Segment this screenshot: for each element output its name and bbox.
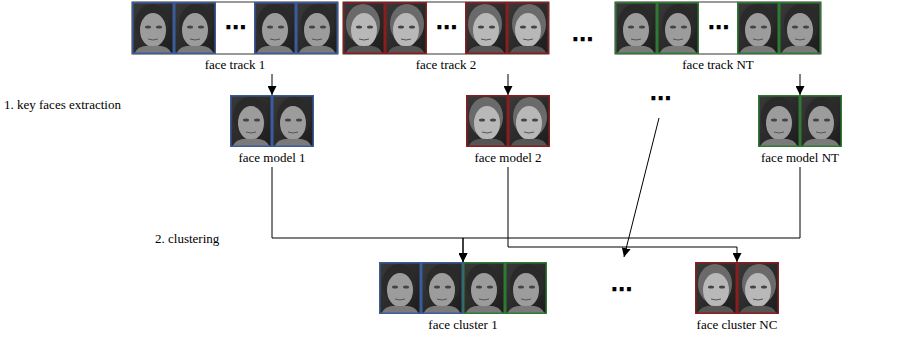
ellipsis-mark: ⋯	[436, 17, 457, 39]
ellipsis-mark: ⋯	[572, 29, 593, 51]
group-caption: face cluster NC	[695, 317, 780, 332]
face-group: face cluster NC	[695, 262, 780, 332]
flow-arrow	[508, 74, 509, 95]
face-thumbnails	[229, 94, 315, 148]
step-label: 1. key faces extraction	[4, 97, 121, 112]
step-label: 2. clustering	[155, 231, 219, 246]
ellipsis-mark: ⋯	[708, 17, 729, 39]
group-caption: face track NT	[615, 57, 821, 72]
ellipsis-mark: ⋯	[650, 88, 671, 110]
group-caption: face model 2	[466, 150, 550, 165]
face-thumbnails	[757, 94, 843, 148]
ellipsis-mark: ⋯	[225, 17, 246, 39]
face-thumbnails	[378, 261, 548, 315]
ellipsis-mark: ⋯	[611, 279, 632, 301]
face-group: face model NT	[758, 95, 842, 165]
flow-arrow	[800, 74, 801, 95]
flow-arrow	[272, 74, 273, 95]
group-caption: face track 2	[343, 57, 549, 72]
face-group: face model 2	[466, 95, 550, 165]
flow-arrow	[508, 167, 737, 262]
more-models-arrow	[624, 118, 659, 257]
group-caption: face cluster 1	[379, 317, 547, 332]
face-thumbnails	[465, 94, 551, 148]
flow-arrow	[272, 167, 463, 262]
face-group: face cluster 1	[379, 262, 547, 332]
group-caption: face model 1	[230, 150, 314, 165]
face-group: face model 1	[230, 95, 314, 165]
face-thumbnails	[694, 261, 780, 315]
group-caption: face model NT	[758, 150, 842, 165]
flow-arrow	[463, 167, 800, 262]
group-caption: face track 1	[132, 57, 338, 72]
